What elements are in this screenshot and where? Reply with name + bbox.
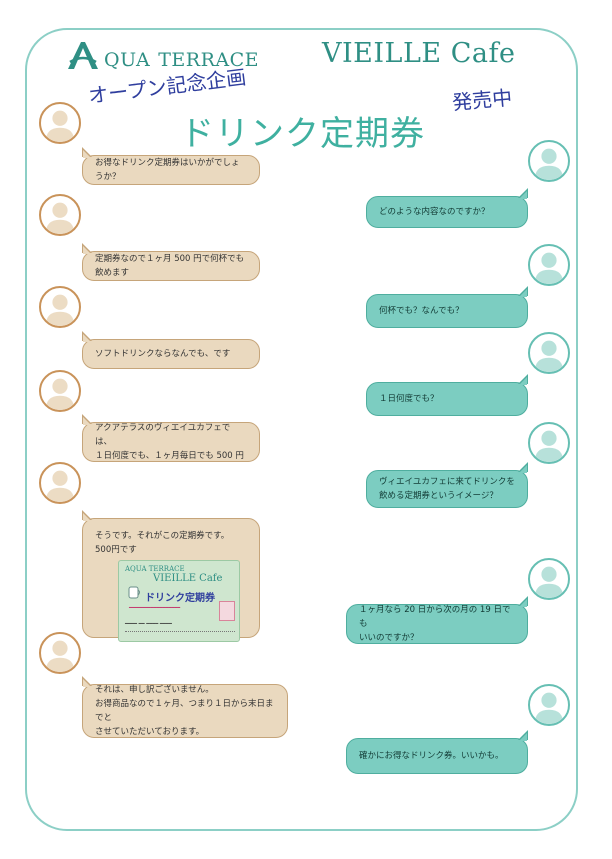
cafe-name: VIEILLE Cafe xyxy=(322,38,516,69)
on-sale-label: 発売中 xyxy=(451,85,514,115)
message-text-5: ソフトドリンクならなんでも、です xyxy=(95,349,231,359)
aqua-terrace-logo: QUA TERRACE xyxy=(66,40,259,70)
message-text-8: ヴィエイユカフェに来てドリンクを 飲める定期券というイメージ？ xyxy=(379,477,515,501)
message-text-1: お得なドリンク定期券はいかがでしょうか？ xyxy=(95,158,240,182)
message-bubble-3: 定期券なので１ヶ月 500 円で何杯でも飲めます xyxy=(82,243,260,281)
brand-qua: QUA xyxy=(104,49,151,71)
message-text-2: どのような内容なのですか？ xyxy=(379,207,490,217)
page-frame xyxy=(25,28,578,831)
ticket-footer-line xyxy=(125,631,235,636)
message-text-11: それは、申し訳ございません。 お得商品なので１ヶ月、つまり１日から末日までと さ… xyxy=(95,685,274,737)
message-bubble-2: どのような内容なのですか？ xyxy=(366,188,528,228)
message-bubble-6: １日何度でも？ xyxy=(366,374,528,416)
customer-avatar-left-2 xyxy=(39,194,81,236)
person-silhouette-icon xyxy=(45,202,75,234)
customer-avatar-right-6 xyxy=(528,684,570,726)
person-silhouette-icon xyxy=(534,148,564,180)
person-silhouette-icon xyxy=(45,294,75,326)
message-text-3: 定期券なので１ヶ月 500 円で何杯でも飲めます xyxy=(95,254,245,278)
person-silhouette-icon xyxy=(45,378,75,410)
message-bubble-1: お得なドリンク定期券はいかがでしょうか？ xyxy=(82,147,260,185)
ticket-detail-decoration: ━━━━ ━━ ━━━━ ━━━━ xyxy=(125,621,172,627)
stamp-box xyxy=(219,601,235,621)
customer-avatar-right-1 xyxy=(528,140,570,182)
customer-avatar-left-6 xyxy=(39,632,81,674)
customer-avatar-left-3 xyxy=(39,286,81,328)
aqua-logo-mark-icon xyxy=(68,42,98,69)
drink-pass-ticket-image: AQUA TERRACE VIEILLE Cafe ドリンク定期券 ━━━━━━… xyxy=(118,560,240,642)
customer-avatar-left-4 xyxy=(39,370,81,412)
person-silhouette-icon xyxy=(45,640,75,672)
message-bubble-12: 確かにお得なドリンク券。いいかも。 xyxy=(346,730,528,774)
message-bubble-5: ソフトドリンクならなんでも、です xyxy=(82,331,260,369)
message-text-10: １ヶ月なら 20 日から次の月の 19 日でも いいのですか？ xyxy=(359,605,511,643)
person-silhouette-icon xyxy=(534,430,564,462)
message-bubble-8: ヴィエイユカフェに来てドリンクを 飲める定期券というイメージ？ xyxy=(366,462,528,508)
customer-avatar-right-4 xyxy=(528,422,570,464)
ticket-brand: AQUA TERRACE xyxy=(125,565,185,573)
ticket-title: ドリンク定期券 xyxy=(145,593,215,604)
person-silhouette-icon xyxy=(534,340,564,372)
message-bubble-10: １ヶ月なら 20 日から次の月の 19 日でも いいのですか？ xyxy=(346,596,528,644)
person-silhouette-icon xyxy=(45,470,75,502)
customer-avatar-left-1 xyxy=(39,102,81,144)
person-silhouette-icon xyxy=(534,692,564,724)
person-silhouette-icon xyxy=(534,566,564,598)
message-bubble-7: アクアテラスのヴィエイユカフェでは、 １日何度でも、１ヶ月毎日でも 500 円 xyxy=(82,414,260,462)
message-bubble-11: それは、申し訳ございません。 お得商品なので１ヶ月、つまり１日から末日までと さ… xyxy=(82,676,288,738)
message-text-4: 何杯でも？なんでも？ xyxy=(379,306,464,316)
headline: ドリンク定期券 xyxy=(180,114,425,154)
customer-avatar-right-3 xyxy=(528,332,570,374)
brand-terrace: TERRACE xyxy=(158,49,260,71)
customer-avatar-right-5 xyxy=(528,558,570,600)
ticket-cafe: VIEILLE Cafe xyxy=(153,573,223,584)
ticket-note-decoration: ━━━━━━━━━━━━━━━━━ xyxy=(129,605,181,611)
message-text-12: 確かにお得なドリンク券。いいかも。 xyxy=(359,751,504,761)
customer-avatar-right-2 xyxy=(528,244,570,286)
person-silhouette-icon xyxy=(45,110,75,142)
person-silhouette-icon xyxy=(534,252,564,284)
message-text-9: そうです。それがこの定期券です。 500円です xyxy=(95,531,230,555)
message-bubble-4: 何杯でも？なんでも？ xyxy=(366,286,528,328)
message-text-6: １日何度でも？ xyxy=(379,394,439,404)
customer-avatar-left-5 xyxy=(39,462,81,504)
coffee-cup-icon xyxy=(128,586,140,599)
message-text-7: アクアテラスのヴィエイユカフェでは、 １日何度でも、１ヶ月毎日でも 500 円 xyxy=(95,423,244,461)
